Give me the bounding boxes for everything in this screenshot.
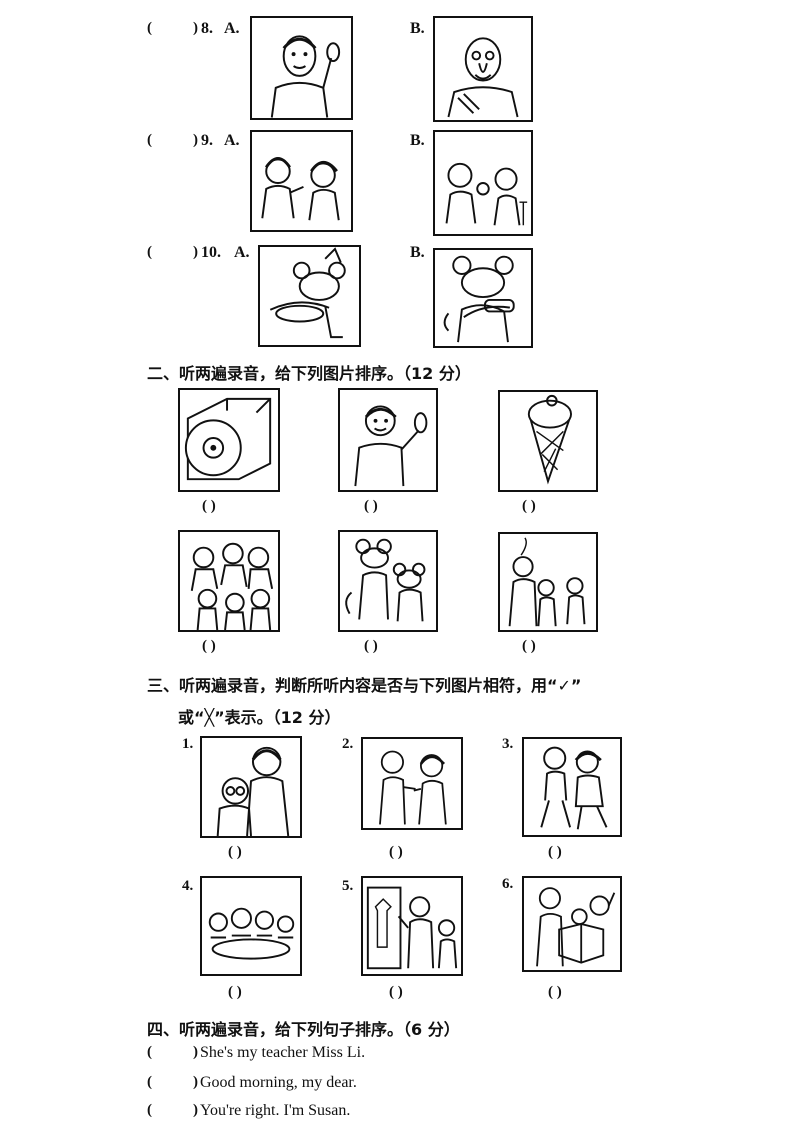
- answer-paren-close: ): [193, 1044, 198, 1060]
- mice-icon[interactable]: [338, 530, 438, 632]
- sentence-text: Good morning, my dear.: [200, 1074, 357, 1091]
- item-number: 5.: [342, 878, 354, 894]
- section-four-title: 四、听两遍录音，给下列句子排序。（6 分）: [147, 1020, 460, 1039]
- item-number: 4.: [182, 878, 194, 894]
- cd-icon[interactable]: [178, 388, 280, 492]
- animals-table-icon[interactable]: [200, 876, 302, 976]
- mouse-eating-icon[interactable]: [433, 248, 533, 348]
- answer-paren-close: ): [193, 1102, 198, 1118]
- ice-cream-icon[interactable]: [498, 390, 598, 492]
- handshake-icon[interactable]: [361, 737, 463, 830]
- answer-blank[interactable]: ( ): [228, 984, 242, 1000]
- answer-blank[interactable]: ( ): [364, 498, 378, 514]
- mouse-party-icon[interactable]: [258, 245, 361, 347]
- section-three-title-line1: 三、听两遍录音，判断所听内容是否与下列图片相符，用“✓”: [147, 676, 582, 695]
- question-number: 8.: [201, 20, 213, 37]
- option-b-label: B.: [410, 20, 425, 37]
- item-number: 1.: [182, 736, 194, 752]
- section-three-title-line2: 或“╳”表示。（12 分）: [178, 708, 341, 727]
- answer-paren-close: ): [193, 1074, 198, 1090]
- section-two-title: 二、听两遍录音，给下列图片排序。（12 分）: [147, 364, 471, 383]
- answer-blank[interactable]: ( ): [389, 984, 403, 1000]
- family-walking-icon[interactable]: [498, 532, 598, 632]
- old-man-icon[interactable]: [433, 16, 533, 122]
- answer-paren-open[interactable]: (: [147, 1074, 152, 1090]
- answer-blank[interactable]: ( ): [364, 638, 378, 654]
- answer-blank[interactable]: ( ): [389, 844, 403, 860]
- option-a-label: A.: [224, 132, 240, 149]
- sentence-text: You're right. I'm Susan.: [200, 1102, 351, 1119]
- item-number: 2.: [342, 736, 354, 752]
- answer-blank[interactable]: ( ): [228, 844, 242, 860]
- boy-waving-icon[interactable]: [338, 388, 438, 492]
- answer-paren-open[interactable]: (: [147, 244, 152, 260]
- item-number: 6.: [502, 876, 514, 892]
- option-b-label: B.: [410, 244, 425, 261]
- sentence-text: She's my teacher Miss Li.: [200, 1044, 366, 1061]
- kids-running-icon[interactable]: [522, 737, 622, 837]
- option-b-label: B.: [410, 132, 425, 149]
- answer-blank[interactable]: ( ): [548, 844, 562, 860]
- answer-paren-close: ): [193, 132, 198, 148]
- answer-blank[interactable]: ( ): [548, 984, 562, 1000]
- answer-blank[interactable]: ( ): [202, 638, 216, 654]
- question-number: 9.: [201, 132, 213, 149]
- family-group-icon[interactable]: [178, 530, 280, 632]
- answer-paren-open[interactable]: (: [147, 1044, 152, 1060]
- man-waving-icon[interactable]: [250, 16, 353, 120]
- answer-paren-close: ): [193, 244, 198, 260]
- answer-blank[interactable]: ( ): [522, 638, 536, 654]
- answer-paren-open[interactable]: (: [147, 20, 152, 36]
- answer-paren-open[interactable]: (: [147, 1102, 152, 1118]
- option-a-label: A.: [234, 244, 250, 261]
- option-a-label: A.: [224, 20, 240, 37]
- wardrobe-icon[interactable]: [361, 876, 463, 976]
- gift-box-icon[interactable]: [522, 876, 622, 972]
- answer-paren-open[interactable]: (: [147, 132, 152, 148]
- answer-blank[interactable]: ( ): [202, 498, 216, 514]
- kids-sharing-icon[interactable]: [433, 130, 533, 236]
- answer-blank[interactable]: ( ): [522, 498, 536, 514]
- answer-paren-close: ): [193, 20, 198, 36]
- girls-greeting-icon[interactable]: [250, 130, 353, 232]
- question-number: 10.: [201, 244, 221, 261]
- mother-daughter-icon[interactable]: [200, 736, 302, 838]
- item-number: 3.: [502, 736, 514, 752]
